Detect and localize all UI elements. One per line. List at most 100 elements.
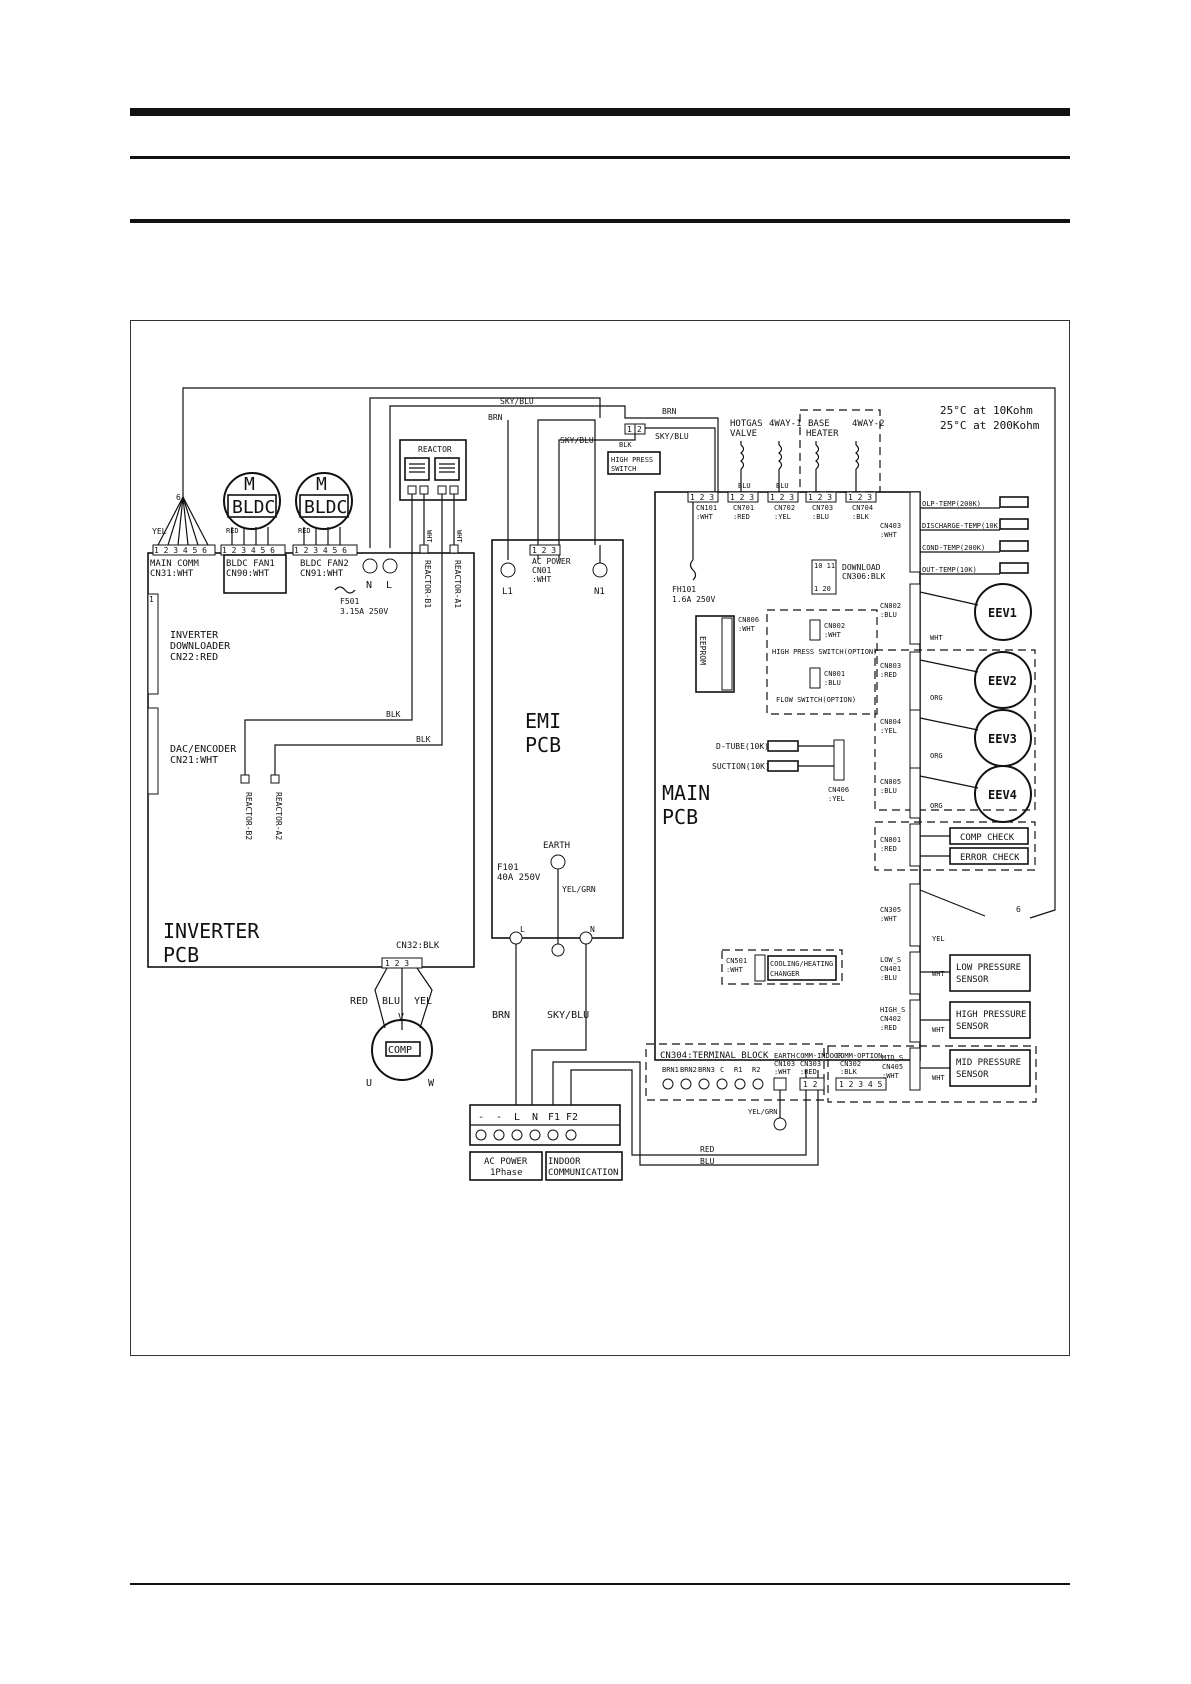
wht-label-2: WHT <box>455 530 463 543</box>
cn403-a: CN403 <box>880 522 901 530</box>
reactor-a1-label: REACTOR-A1 <box>453 560 462 608</box>
cn701-pins <box>727 491 759 503</box>
cn31-pins <box>152 544 216 556</box>
comp-w: W <box>428 1078 435 1089</box>
cond-label: COND-TEMP(200K) <box>922 544 985 552</box>
hps-option: HIGH PRESS SWITCH(OPTION) <box>772 648 877 656</box>
cn001-pins <box>809 667 821 689</box>
fh101-b: 1.6A 250V <box>672 595 716 604</box>
cn305-bundle <box>919 889 986 917</box>
cn704-a: CN704 <box>852 504 873 512</box>
earth-cn103-a: EARTH <box>774 1052 795 1060</box>
pb-indoor-b: COMMUNICATION <box>548 1168 618 1178</box>
optional-valve-group <box>799 409 881 493</box>
cn306-bottom-pins: 1 20 <box>814 585 831 593</box>
cn306-top-pins: 10 11 <box>814 562 835 570</box>
bldc-fan1-motor: M BLDC <box>223 472 281 530</box>
fan-in-2 <box>167 496 184 546</box>
hotgas-blu: BLU <box>738 482 751 490</box>
hotgas-b: VALVE <box>730 429 757 439</box>
cn31-pin-numbers: 1 2 3 4 5 6 <box>154 546 207 555</box>
tb-screw-2 <box>680 1078 692 1090</box>
way1-coil <box>778 441 783 492</box>
sky-blu-power-label: SKY/BLU <box>547 1010 589 1021</box>
cn702-pin-numbers: 1 2 3 <box>770 493 794 502</box>
cn91-label-b: CN91:WHT <box>300 569 344 579</box>
cn002-pins <box>809 619 821 641</box>
cn803-pins <box>909 651 921 713</box>
downloader-c: CN22:RED <box>170 652 218 663</box>
cooling-b: CHANGER <box>770 970 800 978</box>
tb-brn1: BRN1 <box>662 1066 679 1074</box>
reactor-b1-label: REACTOR-B1 <box>423 560 432 608</box>
eev4-wires <box>919 775 979 789</box>
emi-top-wire <box>537 419 596 560</box>
pb-label-4: F1 <box>548 1112 560 1123</box>
cn91-label-a: BLDC FAN2 <box>300 559 349 569</box>
cn406-a: CN406 <box>828 786 849 794</box>
comm-indoor-b: CN303 <box>800 1060 821 1068</box>
heater-b: HEATER <box>806 429 839 439</box>
cn801-a: CN801 <box>880 836 901 844</box>
tb-brn3: BRN3 <box>698 1066 715 1074</box>
pb-screw-4 <box>547 1129 559 1141</box>
discharge-label: DISCHARGE-TEMP(10K) <box>922 522 1002 530</box>
inv-n-label: N <box>366 580 372 591</box>
low-s-b: CN401 <box>880 965 901 973</box>
reactor-pin-1 <box>407 485 417 495</box>
inverter-pcb-line1: INVERTER <box>163 919 260 943</box>
cn702-b: :YEL <box>774 513 791 521</box>
cn303-pins <box>799 1077 825 1091</box>
comp-box <box>385 1041 421 1057</box>
hotgas-coil <box>740 441 745 492</box>
comm-indoor-a: COMM-INDOOR <box>796 1052 843 1060</box>
pb-indoor-a: INDOOR <box>548 1157 581 1167</box>
eev2-org: ORG <box>930 694 943 702</box>
cn803-b: :RED <box>880 671 897 679</box>
mid-wht: WHT <box>932 1074 945 1082</box>
fan-in-1 <box>157 496 184 546</box>
ac-power-box <box>469 1151 543 1181</box>
indoor-comm-box <box>545 1151 623 1181</box>
tb-screw-5 <box>734 1078 746 1090</box>
six-label: 6 <box>176 493 181 502</box>
eev2-label: EEV2 <box>988 674 1017 688</box>
suction-thermistor <box>767 760 799 772</box>
cn22-pins <box>147 593 159 695</box>
hotgas-a: HOTGAS <box>730 419 763 429</box>
cn002-b: :WHT <box>824 631 842 639</box>
suction-label: SUCTION(10K) <box>712 762 770 771</box>
comp-check-label: COMP CHECK <box>960 833 1015 843</box>
mid-s-b: CN405 <box>882 1063 903 1071</box>
fh101-a: FH101 <box>672 585 696 594</box>
inv-l-label: L <box>386 580 392 591</box>
f501-fuse <box>334 586 356 594</box>
label-sky-blu-2: SKY/BLU <box>560 436 594 445</box>
reactor-wire-b2 <box>244 494 413 775</box>
bldc-fan2-motor: M BLDC <box>295 472 353 530</box>
reactor-pin-2 <box>419 485 429 495</box>
pb-label-1: - <box>496 1112 502 1123</box>
f501-a: F501 <box>340 597 359 606</box>
tb-screw-1 <box>662 1078 674 1090</box>
reactor-b2-label: REACTOR-B2 <box>244 792 253 840</box>
dac-b: CN21:WHT <box>170 755 218 766</box>
f501-b: 3.15A 250V <box>340 607 388 616</box>
high-s-c: :RED <box>880 1024 897 1032</box>
comp-yel: YEL <box>414 996 432 1007</box>
fan2-label: BLDC <box>304 497 347 518</box>
way1-blu: BLU <box>776 482 789 490</box>
high-pressure-b: SENSOR <box>956 1022 989 1032</box>
cn802-b: :BLU <box>880 611 897 619</box>
cn32-pin-numbers: 1 2 3 <box>385 959 409 968</box>
eev3-wires <box>919 717 979 731</box>
cn305-pins <box>909 883 921 947</box>
label-sky-blu-3: SKY/BLU <box>655 432 689 441</box>
cn90-box <box>223 554 287 594</box>
tb-r1: R1 <box>734 1066 742 1074</box>
cn305-six: 6 <box>1016 905 1021 914</box>
way1-label: 4WAY-1 <box>769 419 802 429</box>
cn406-b: :YEL <box>828 795 845 803</box>
pb-screw-5 <box>565 1129 577 1141</box>
cn806-a: CN806 <box>738 616 759 624</box>
